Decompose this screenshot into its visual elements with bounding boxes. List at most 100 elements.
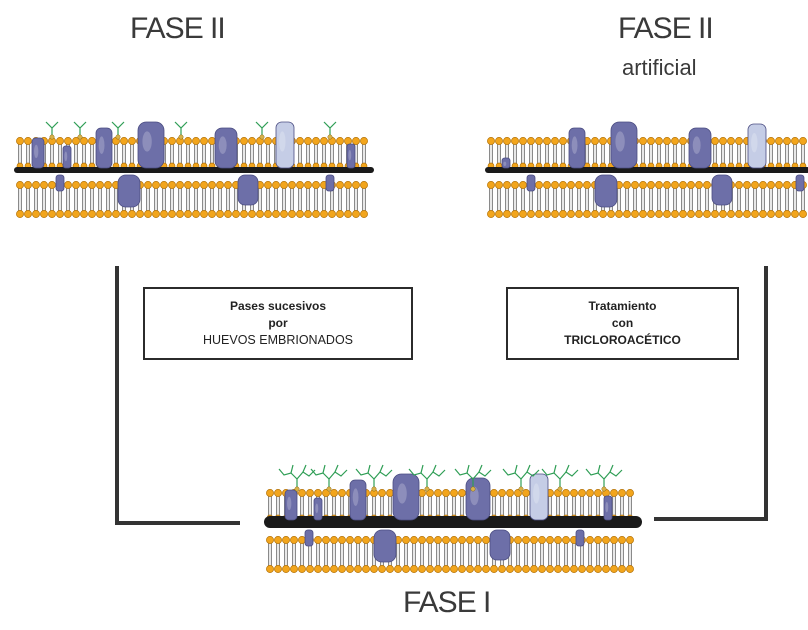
phospholipid-icon <box>306 489 313 496</box>
phospholipid-icon <box>490 489 497 496</box>
label-fase2-right: FASE II <box>618 12 713 46</box>
glycan-chain-icon <box>74 122 86 139</box>
phospholipid-icon <box>626 489 633 496</box>
membrane-protein-icon <box>118 175 140 207</box>
box-right-line-2: con <box>612 315 633 332</box>
phospholipid-icon <box>586 489 593 496</box>
phospholipid-icon <box>783 137 790 144</box>
phospholipid-icon <box>663 181 670 188</box>
phospholipid-icon <box>296 137 303 144</box>
phospholipid-icon <box>336 137 343 144</box>
phospholipid-icon <box>322 536 329 543</box>
phospholipid-icon <box>402 536 409 543</box>
phospholipid-icon <box>378 489 385 496</box>
phospholipid-icon <box>458 536 465 543</box>
label-artificial: artificial <box>622 55 697 81</box>
box-left-line-2: por <box>268 315 287 332</box>
phospholipid-icon <box>530 536 537 543</box>
phospholipid-icon <box>791 137 798 144</box>
phospholipid-icon <box>336 181 343 188</box>
phospholipid-icon <box>240 137 247 144</box>
phospholipid-icon <box>575 181 582 188</box>
phospholipid-icon <box>216 181 223 188</box>
phospholipid-icon <box>623 181 630 188</box>
phospholipid-icon <box>559 137 566 144</box>
phospholipid-icon <box>264 137 271 144</box>
phospholipid-icon <box>352 137 359 144</box>
phospholipid-icon <box>434 489 441 496</box>
phospholipid-icon <box>80 181 87 188</box>
phospholipid-icon <box>24 181 31 188</box>
phospholipid-icon <box>594 489 601 496</box>
phospholipid-icon <box>320 137 327 144</box>
phospholipid-icon <box>104 181 111 188</box>
phospholipid-icon <box>354 536 361 543</box>
phospholipid-icon <box>338 536 345 543</box>
phospholipid-icon <box>362 536 369 543</box>
phospholipid-icon <box>727 137 734 144</box>
label-fase2-left: FASE II <box>130 12 225 46</box>
phospholipid-icon <box>40 181 47 188</box>
phospholipid-icon <box>578 489 585 496</box>
phospholipid-icon <box>519 181 526 188</box>
phospholipid-icon <box>48 181 55 188</box>
phospholipid-icon <box>450 489 457 496</box>
phospholipid-icon <box>543 137 550 144</box>
phospholipid-icon <box>224 181 231 188</box>
box-right-line-1: Tratamiento <box>588 298 656 315</box>
phospholipid-icon <box>522 489 529 496</box>
phospholipid-icon <box>192 137 199 144</box>
phospholipid-icon <box>160 181 167 188</box>
phospholipid-icon <box>546 536 553 543</box>
phospholipid-icon <box>679 137 686 144</box>
membrane-protein-icon <box>595 175 617 207</box>
phospholipid-icon <box>554 536 561 543</box>
phospholipid-icon <box>751 181 758 188</box>
glycan-chain-icon <box>324 122 336 139</box>
phospholipid-icon <box>735 137 742 144</box>
phospholipid-icon <box>602 536 609 543</box>
phospholipid-icon <box>200 137 207 144</box>
phospholipid-icon <box>360 137 367 144</box>
phospholipid-icon <box>352 181 359 188</box>
phospholipid-icon <box>519 137 526 144</box>
phospholipid-icon <box>304 181 311 188</box>
phospholipid-icon <box>743 181 750 188</box>
phospholipid-icon <box>16 181 23 188</box>
phospholipid-icon <box>570 489 577 496</box>
phospholipid-icon <box>248 137 255 144</box>
phospholipid-icon <box>280 181 287 188</box>
glycan-chain-icon <box>46 122 58 139</box>
phospholipid-icon <box>783 181 790 188</box>
box-left-line-1: Pases sucesivos <box>230 298 326 315</box>
membrane-protein-icon <box>326 175 334 191</box>
phospholipid-icon <box>503 137 510 144</box>
phospholipid-icon <box>522 536 529 543</box>
phospholipid-icon <box>775 137 782 144</box>
phospholipid-icon <box>96 181 103 188</box>
phospholipid-icon <box>474 536 481 543</box>
phospholipid-icon <box>346 536 353 543</box>
phospholipid-icon <box>266 489 273 496</box>
phospholipid-icon <box>543 181 550 188</box>
phospholipid-icon <box>314 536 321 543</box>
phospholipid-icon <box>330 489 337 496</box>
membrane-protein-icon <box>576 530 584 546</box>
phospholipid-icon <box>290 536 297 543</box>
phospholipid-icon <box>418 536 425 543</box>
phospholipid-icon <box>304 137 311 144</box>
label-fase1: FASE I <box>403 586 490 620</box>
phospholipid-icon <box>426 536 433 543</box>
phospholipid-icon <box>647 137 654 144</box>
phospholipid-icon <box>144 181 151 188</box>
phospholipid-icon <box>16 137 23 144</box>
phospholipid-icon <box>32 181 39 188</box>
phospholipid-icon <box>583 181 590 188</box>
phospholipid-icon <box>495 137 502 144</box>
phospholipid-icon <box>559 181 566 188</box>
phospholipid-icon <box>482 536 489 543</box>
phospholipid-icon <box>410 536 417 543</box>
membrane-protein-icon <box>238 175 258 205</box>
lower-leaflet <box>16 181 367 217</box>
phospholipid-icon <box>514 536 521 543</box>
